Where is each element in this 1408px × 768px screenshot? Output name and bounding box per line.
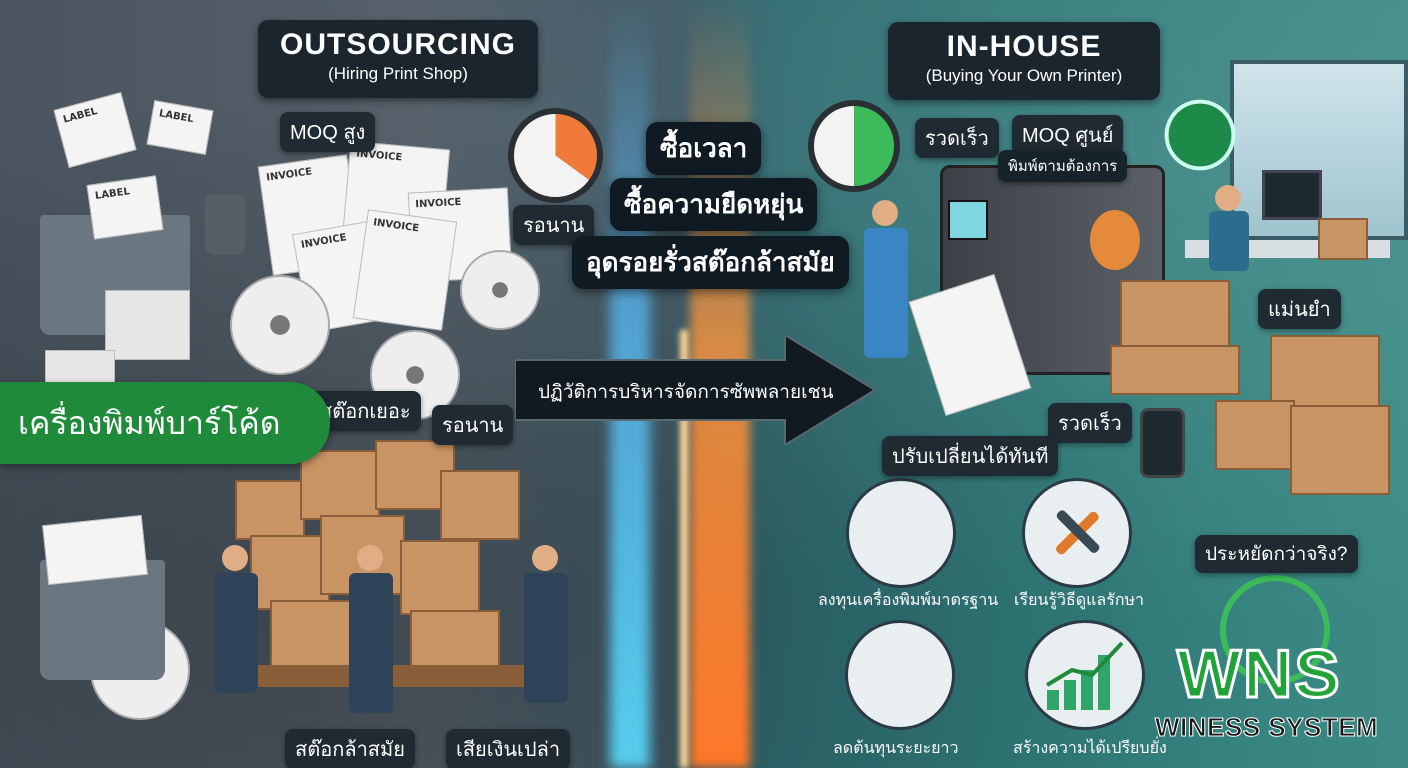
- smartphone-icon: [1140, 408, 1185, 478]
- cardboard-box: [1110, 345, 1240, 395]
- in-house-title: IN-HOUSE (Buying Your Own Printer): [888, 22, 1160, 100]
- money-stack-circle-icon: [845, 620, 955, 730]
- moq-zero-label: MOQ ศูนย์: [1012, 115, 1124, 155]
- cardboard-box: [250, 535, 330, 610]
- label-sheet: LABEL: [53, 91, 137, 169]
- wns-logo-subtitle: WINESS SYSTEM: [1154, 712, 1379, 743]
- arrow-right-icon: [515, 335, 875, 445]
- cardboard-box: [235, 480, 305, 540]
- cardboard-box: [1318, 218, 1368, 260]
- check-circle-icon: [1160, 95, 1240, 175]
- printer-circle-icon: [846, 478, 956, 588]
- printer-label-roll: [1090, 210, 1140, 270]
- clock-icon: [508, 108, 603, 203]
- wait-label-2: รอนาน: [432, 405, 514, 445]
- build-advantage-label: สร้างความได้เปรียบยั่ง: [1013, 740, 1167, 757]
- in-house-title-text: IN-HOUSE: [946, 30, 1102, 63]
- wrench-icon: [1056, 510, 1100, 555]
- computer-monitor: [1262, 170, 1322, 220]
- plug-stock-leak-label: อุดรอยรั่วสต๊อกล้าสมัย: [572, 236, 849, 289]
- reduce-cost-label: ลดต้นทุนระยะยาว: [833, 740, 959, 757]
- beam-core: [680, 330, 688, 768]
- moq-high-label: MOQ สูง: [280, 112, 376, 152]
- trash-bin-icon: [205, 195, 245, 255]
- invoice-sheet: INVOICE: [352, 209, 458, 331]
- large-check-icon: [1220, 575, 1330, 685]
- printer-screen: [948, 200, 988, 240]
- learn-maintain-label: เรียนรู้วิธีดูแลรักษา: [1014, 592, 1145, 609]
- clock-icon: [808, 100, 900, 192]
- outsourcing-subtitle: (Hiring Print Shop): [328, 64, 468, 83]
- fast-label-1: รวดเร็ว: [915, 118, 999, 158]
- outsourcing-title: OUTSOURCING (Hiring Print Shop): [258, 20, 538, 98]
- wns-logo-mark: WNS: [1176, 636, 1342, 712]
- stock-obsolete-label: สต๊อกล้าสมัย: [285, 729, 415, 768]
- fast-label-2: รวดเร็ว: [1048, 403, 1132, 443]
- waste-money-label: เสียเงินเปล่า: [446, 729, 571, 768]
- wait-label-1: รอนาน: [513, 205, 595, 245]
- label-roll: [230, 275, 330, 375]
- buy-flexibility-label: ซื้อความยืดหยุ่น: [610, 178, 818, 231]
- label-sheet: LABEL: [146, 100, 214, 155]
- label-stack: [105, 290, 190, 360]
- label-roll: [460, 250, 540, 330]
- cardboard-box: [270, 600, 355, 670]
- accurate-label: แม่นยำ: [1258, 289, 1341, 329]
- cardboard-box: [1290, 405, 1390, 495]
- in-house-subtitle: (Buying Your Own Printer): [925, 66, 1123, 85]
- cardboard-box: [400, 540, 480, 615]
- label-sheet: [42, 514, 148, 586]
- invest-printer-label: ลงทุนเครื่องพิมพ์มาตรฐาน: [818, 592, 999, 609]
- adjust-now-label: ปรับเปลี่ยนได้ทันที: [882, 436, 1059, 476]
- outsourcing-title-text: OUTSOURCING: [280, 28, 516, 61]
- cardboard-box: [1215, 400, 1295, 470]
- print-on-demand-label: พิมพ์ตามต้องการ: [998, 150, 1128, 182]
- label-sheet: LABEL: [86, 175, 164, 240]
- buy-time-label: ซื้อเวลา: [646, 122, 762, 175]
- cardboard-box: [300, 450, 380, 520]
- growth-arrow-icon: [1045, 641, 1124, 710]
- wns-logo: WNS WINESS SYSTEM: [1154, 636, 1400, 760]
- supply-chain-revolution-text: ปฏิวัติการบริหารจัดการซัพพลายเชน: [538, 382, 834, 403]
- barcode-printer-banner: เครื่องพิมพ์บาร์โค้ด: [0, 382, 330, 464]
- cardboard-box: [440, 470, 520, 540]
- save-question-label: ประหยัดกว่าจริง?: [1195, 535, 1358, 573]
